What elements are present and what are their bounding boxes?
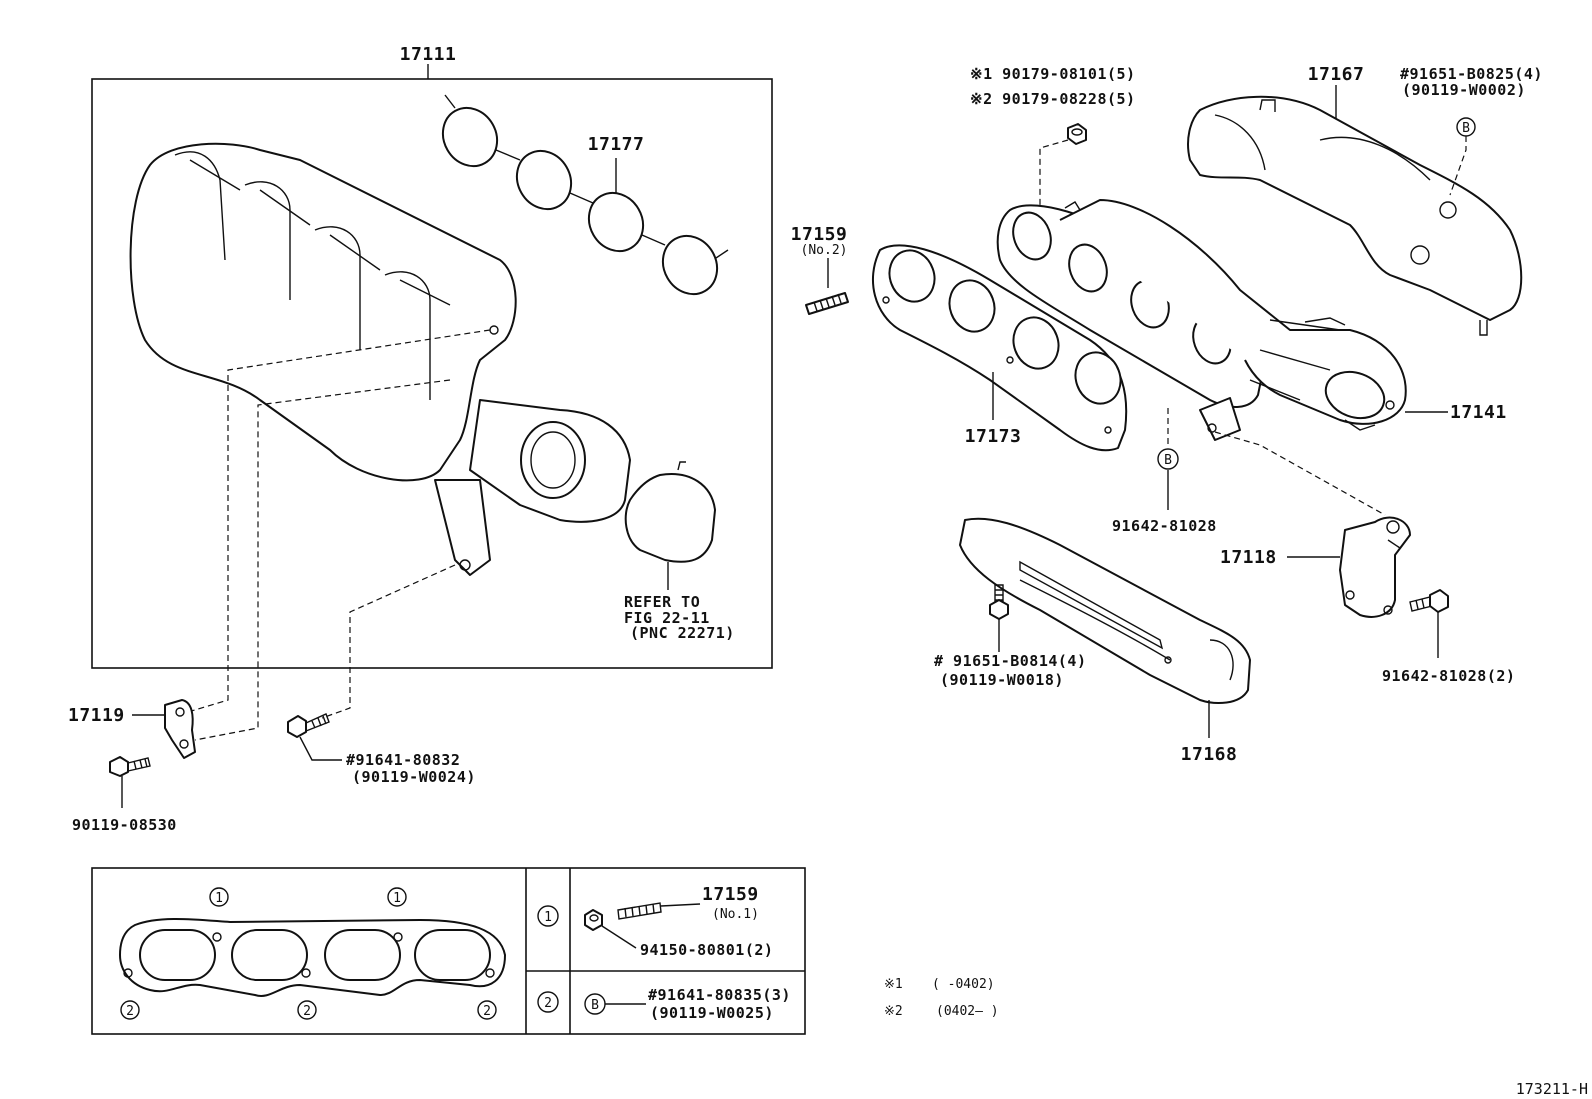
label-inset-91641-2[interactable]: (90119-W0025) <box>650 1004 774 1022</box>
svg-text:1: 1 <box>544 910 552 925</box>
heat-insulator-lower-drawing[interactable] <box>959 517 1251 704</box>
label-17159-no2[interactable]: 17159 <box>791 224 848 245</box>
refer-line-2: FIG 22-11 <box>624 609 710 627</box>
label-inset-91641-1[interactable]: #91641-80835(3) <box>648 986 791 1004</box>
label-17119[interactable]: 17119 <box>68 705 125 726</box>
bolt-91641-80832-drawing[interactable] <box>287 713 330 738</box>
label-91651-b0814-1[interactable]: # 91651-B0814(4) <box>934 652 1087 670</box>
label-17168[interactable]: 17168 <box>1181 744 1238 765</box>
figure-code: 173211-H <box>1516 1080 1588 1098</box>
label-nut-line-2[interactable]: ※2 90179-08228(5) <box>970 90 1136 108</box>
intake-manifold-drawing[interactable] <box>129 142 631 576</box>
label-91641-80832-2[interactable]: (90119-W0024) <box>352 768 476 786</box>
inset-marker-1a: 1 <box>209 887 229 907</box>
note-1-text: ( -0402) <box>932 977 995 992</box>
marker-b-upper-text: B <box>1462 121 1470 136</box>
leader-inset-94150 <box>601 925 637 949</box>
label-17118[interactable]: 17118 <box>1220 547 1277 568</box>
label-91641-80832-1[interactable]: #91641-80832 <box>346 751 460 769</box>
bolt-90119-08530-drawing[interactable] <box>109 756 151 777</box>
inset-row-marker-2: 2 <box>537 991 559 1013</box>
bracket-17118-drawing[interactable] <box>1339 516 1411 618</box>
nut-90179-drawing[interactable] <box>1067 123 1087 145</box>
marker-b-center <box>1157 448 1179 470</box>
svg-text:1: 1 <box>215 891 223 906</box>
leader-91641-80832 <box>299 736 342 761</box>
svg-text:B: B <box>591 998 599 1013</box>
svg-text:2: 2 <box>303 1004 311 1019</box>
exhaust-gasket-drawing[interactable] <box>871 244 1128 452</box>
marker-b-center-text: B <box>1164 453 1172 468</box>
svg-text:2: 2 <box>544 996 552 1011</box>
dash-manifold-bolt <box>321 564 456 719</box>
label-17111[interactable]: 17111 <box>400 44 457 65</box>
inset-marker-2a: 2 <box>120 1000 140 1020</box>
inset-gasket-drawing[interactable] <box>119 918 506 998</box>
label-bolt-b-upper-2[interactable]: (90119-W0002) <box>1402 81 1526 99</box>
label-nut-line-1[interactable]: ※1 90179-08101(5) <box>970 65 1136 83</box>
inset-marker-2b: 2 <box>297 1000 317 1020</box>
label-90119-08530[interactable]: 90119-08530 <box>72 816 177 834</box>
dash-manifold-17118 <box>1214 431 1386 516</box>
inset-circle-b: B <box>584 993 606 1015</box>
inset-nut-drawing[interactable] <box>584 909 603 931</box>
note-2-mark: ※2 <box>884 1004 903 1019</box>
gasket-inset-table <box>91 867 806 1035</box>
bolt-91642-2-drawing[interactable] <box>1409 589 1449 613</box>
inset-marker-1b: 1 <box>387 887 407 907</box>
label-91642-81028[interactable]: 91642-81028 <box>1112 517 1217 535</box>
label-17141[interactable]: 17141 <box>1450 402 1507 423</box>
bolt-91651-b0814-drawing[interactable] <box>989 584 1009 620</box>
label-bolt-b-upper-1[interactable]: #91651-B0825(4) <box>1400 65 1543 83</box>
intake-manifold-box <box>91 78 773 669</box>
dash-manifold-17119-b <box>194 379 451 741</box>
inset-row-marker-1: 1 <box>537 905 559 927</box>
note-2-text: (0402– ) <box>936 1004 999 1019</box>
label-17173[interactable]: 17173 <box>965 426 1022 447</box>
label-91651-b0814-2[interactable]: (90119-W0018) <box>940 671 1064 689</box>
note-1-mark: ※1 <box>884 977 903 992</box>
label-17167[interactable]: 17167 <box>1308 64 1365 85</box>
leader-inset-17159 <box>660 903 701 907</box>
svg-text:2: 2 <box>126 1004 134 1019</box>
inset-marker-2c: 2 <box>477 1000 497 1020</box>
intake-gasket-drawing[interactable] <box>432 94 729 304</box>
refer-line-1: REFER TO <box>624 593 700 611</box>
label-inset-17159[interactable]: 17159 <box>702 884 759 905</box>
dash-b-upper <box>1449 136 1467 196</box>
svg-text:2: 2 <box>483 1004 491 1019</box>
refer-line-3: (PNC 22271) <box>630 624 735 642</box>
label-inset-17159-note: (No.1) <box>712 907 759 922</box>
inset-stud-17159-no1-drawing[interactable] <box>617 902 662 920</box>
stud-17159-no2-drawing[interactable] <box>805 292 849 315</box>
svg-text:1: 1 <box>393 891 401 906</box>
dash-manifold-17119-a <box>187 329 491 713</box>
dash-nut-manifold <box>1039 139 1069 205</box>
label-91642-81028-2[interactable]: 91642-81028(2) <box>1382 667 1515 685</box>
exhaust-manifold-drawing[interactable] <box>996 199 1407 441</box>
throttle-gasket-drawing[interactable] <box>624 461 716 563</box>
label-inset-94150[interactable]: 94150-80801(2) <box>640 941 773 959</box>
label-17177[interactable]: 17177 <box>588 134 645 155</box>
stay-17119-drawing[interactable] <box>164 699 196 759</box>
heat-insulator-upper-drawing[interactable] <box>1187 95 1523 336</box>
label-17159-no2-note: (No.2) <box>801 243 848 258</box>
